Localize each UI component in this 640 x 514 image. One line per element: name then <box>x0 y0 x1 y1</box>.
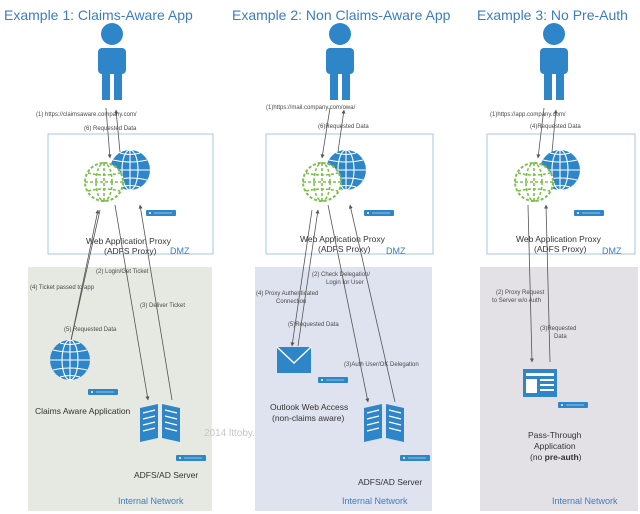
panel-3-dmz-box <box>486 133 636 255</box>
panel-3-response-arrow <box>551 109 558 153</box>
panel-1-step2-arrow <box>114 204 150 401</box>
panel-1-request-arrow <box>105 107 112 159</box>
panel-2-proxy-name: Web Application Proxy <box>300 234 386 244</box>
app-globe-icon <box>49 339 91 381</box>
panel-2-step2-line2: Login for User <box>326 280 364 286</box>
panel-1-internal-label: Internal Network <box>118 496 184 506</box>
panel-1: Example 1: Claims-Aware App (1) https://… <box>4 7 214 511</box>
panel-3-step2-line2: to Server w/o Auth <box>492 298 541 304</box>
person-icon <box>98 23 126 100</box>
panel-3-app-line1: Pass-Through <box>528 430 582 440</box>
panel-2-step4-arrow <box>290 209 313 347</box>
panel-3-step3-arrow <box>544 204 551 363</box>
panel-1-app-name: Claims Aware Application <box>35 406 131 416</box>
panel-2-requested-label: (6)Requested Data <box>318 124 369 130</box>
panel-2-step3-arrow <box>348 204 396 403</box>
panel-2-url-label: (1)https://mail.company.com/owa/ <box>266 105 356 111</box>
panel-3-step2-line1: (2) Proxy Request <box>496 290 545 296</box>
panel-2-proxy-subname: (ADFS Proxy) <box>318 244 371 254</box>
panel-3-proxy-subname: (ADFS Proxy) <box>534 244 587 254</box>
panel-2-step2-line1: (2) Check Delegation/ <box>312 272 370 278</box>
panel-1-dmz-box <box>47 133 214 255</box>
panel-1-step5: (5) Requested Data <box>64 327 117 333</box>
server-icon <box>317 376 349 384</box>
panel-2-internal-network <box>255 267 432 511</box>
panel-3-dmz-label: DMZ <box>602 246 622 256</box>
panel-1-proxy-name: Web Application Proxy <box>86 236 172 246</box>
panel-2-step3: (3)Auth User/OK Delegation <box>344 362 419 368</box>
panel-1-step3-arrow <box>138 204 173 401</box>
panel-2-app-line1: Outlook Web Access <box>270 402 348 412</box>
panel-1-response-arrow <box>114 109 121 153</box>
panel-2-step2-arrow <box>327 204 370 403</box>
panel-3-request-arrow <box>536 107 545 159</box>
server-icon <box>573 209 605 217</box>
panel-3-proxy-name: Web Application Proxy <box>516 234 602 244</box>
server-icon <box>87 388 119 396</box>
panel-1-step4: (4) Ticket passed to app <box>30 285 95 291</box>
person-icon <box>540 23 568 100</box>
panel-2-step4-line2: Connection <box>276 299 306 305</box>
panel-1-dmz-label: DMZ <box>170 246 190 256</box>
panel-1-internal-network <box>28 267 212 511</box>
panel-3-internal-label: Internal Network <box>552 496 618 506</box>
panel-1-server-name: ADFS/AD Server <box>134 470 198 480</box>
panel-2-step4-line1: (4) Proxy Authenticated <box>256 291 318 297</box>
panel-2-internal-label: Internal Network <box>342 496 408 506</box>
panel-2-app-line2: (non-claims aware) <box>272 413 344 423</box>
panel-1-step3: (3) Deliver Ticket <box>140 303 185 309</box>
panel-3-title: Example 3: No Pre-Auth <box>477 7 628 23</box>
panel-3: Example 3: No Pre-Auth (1)https://app.co… <box>477 7 638 511</box>
panel-2-response-arrow <box>337 109 346 153</box>
panel-1-title: Example 1: Claims-Aware App <box>4 7 193 23</box>
panel-2: Example 2: Non Claims-Aware App (1)https… <box>232 7 451 511</box>
panel-2-title: Example 2: Non Claims-Aware App <box>232 7 451 23</box>
person-icon <box>326 23 354 100</box>
server-icon <box>557 401 589 409</box>
mail-icon <box>276 346 312 374</box>
panel-3-internal-network <box>480 267 638 511</box>
panel-2-request-arrow <box>320 107 331 159</box>
panel-2-step5: (5)Requested Data <box>288 322 339 328</box>
server-icon <box>145 209 177 217</box>
adfs-proxy-icon <box>514 162 554 202</box>
panel-3-requested-label: (4)Requested Data <box>530 124 581 130</box>
server-icon <box>175 454 207 462</box>
panel-3-url-label: (1)https://app.company.com/ <box>490 112 566 118</box>
panel-1-requested-label: (6) Requested Data <box>84 126 137 132</box>
panel-3-app-line2: Application <box>534 441 576 451</box>
panel-1-step5-arrow <box>69 209 100 346</box>
panel-3-step3-line2: Data <box>554 334 567 340</box>
adfs-proxy-icon <box>84 162 124 202</box>
adfs-proxy-icon <box>302 162 342 202</box>
web-app-icon <box>523 369 557 397</box>
panel-1-step2: (2) Login/Get Ticket <box>96 269 149 275</box>
panel-2-step5-arrow <box>297 209 320 347</box>
panel-3-step2-arrow <box>527 204 534 363</box>
panel-3-step3-line1: (3)Requested <box>540 326 576 332</box>
panel-2-dmz-label: DMZ <box>386 246 406 256</box>
panel-3-app-line3: (no pre-auth) <box>530 452 582 462</box>
server-icon <box>363 209 395 217</box>
panel-1-proxy-subname: (ADFS Proxy) <box>104 246 157 256</box>
server-icon <box>399 454 431 462</box>
panel-2-server-name: ADFS/AD Server <box>358 477 422 487</box>
panel-1-url-label: (1) https://claimsaware.company.com/ <box>36 112 137 118</box>
watermark: 2014 lttoby.com <box>204 428 274 439</box>
panel-2-dmz-box <box>265 133 434 255</box>
